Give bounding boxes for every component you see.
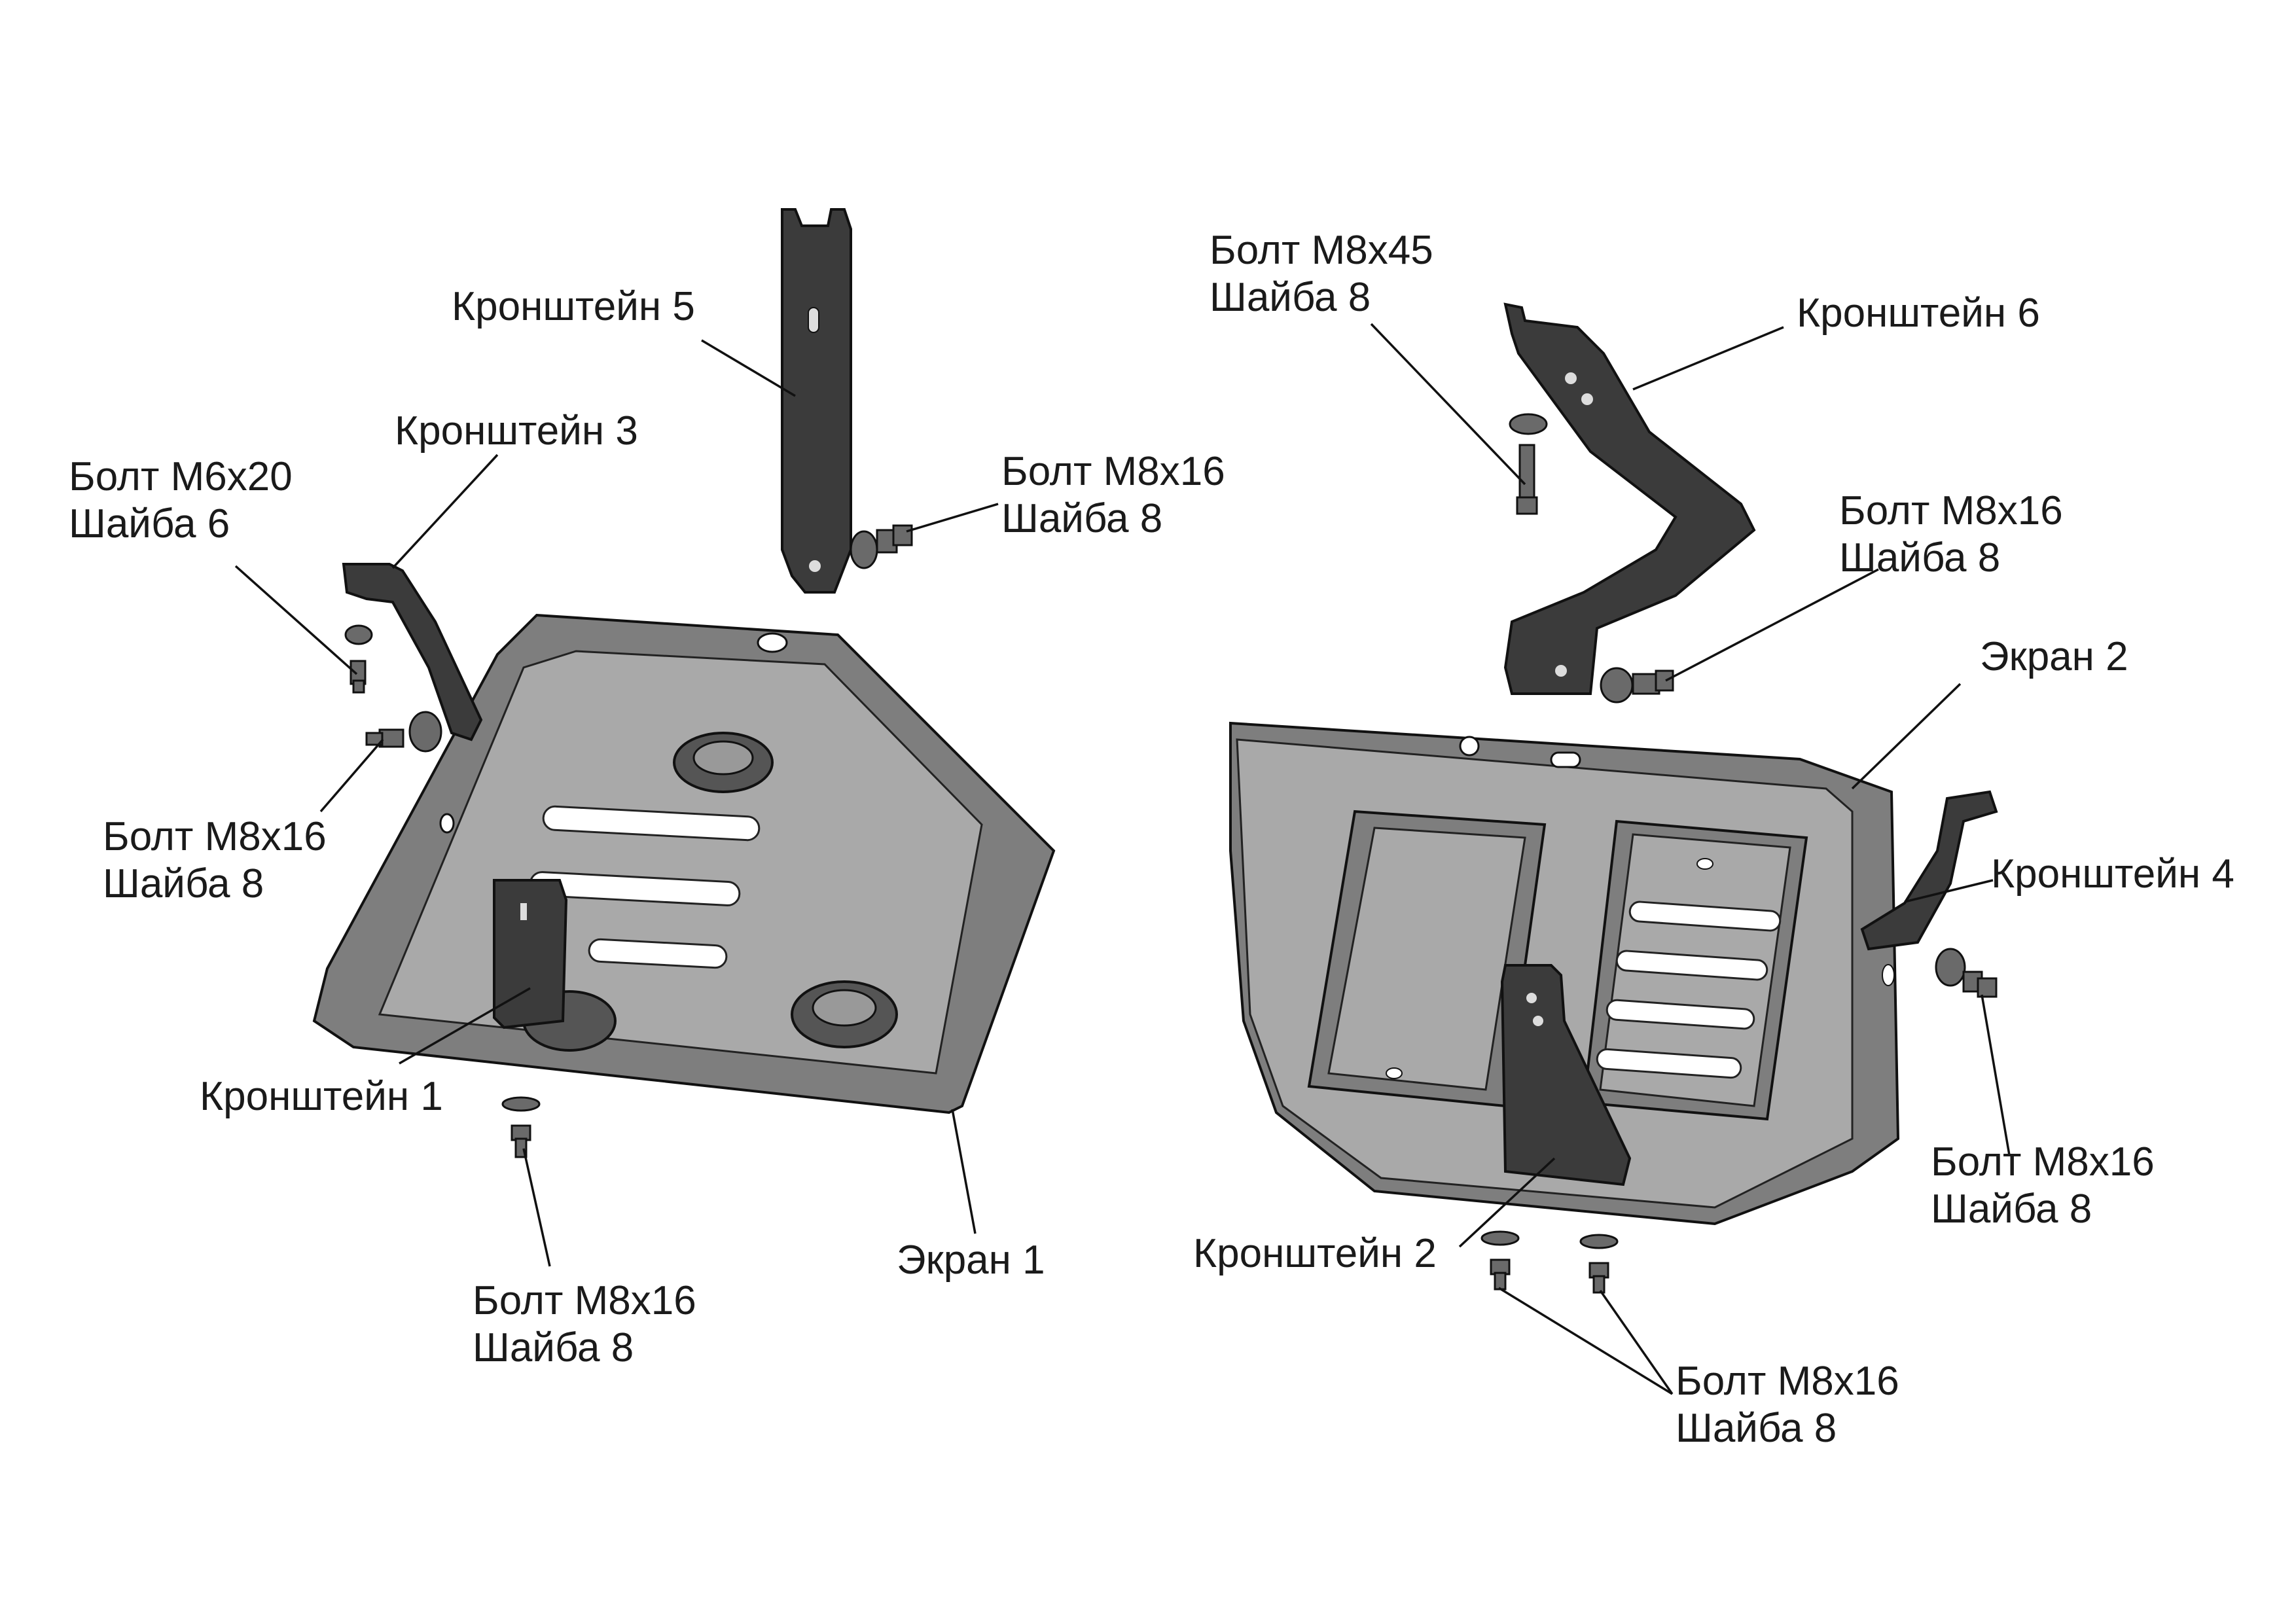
label-bolt-right-bottom-line2: Шайба 8: [1676, 1406, 1837, 1451]
label-bracket-5: Кронштейн 5: [452, 283, 695, 330]
label-bracket-5-text: Кронштейн 5: [452, 284, 695, 329]
label-bolt-m6x20-line1: Болт М6х20: [69, 454, 293, 499]
label-bolt-m8x45: Болт М8х45 Шайба 8: [1210, 227, 1433, 321]
label-bolt-k5-line2: Шайба 8: [1001, 496, 1163, 541]
label-screen-1: Экран 1: [897, 1237, 1045, 1284]
label-bolt-k6: Болт М8х16 Шайба 8: [1839, 488, 2063, 582]
bracket-2: [1500, 964, 1632, 1186]
bolt-k4: [1935, 948, 1998, 998]
bracket-1: [493, 879, 568, 1029]
label-bolt-left-bottom-line1: Болт М8х16: [473, 1278, 696, 1323]
label-bolt-k4-line2: Шайба 8: [1931, 1186, 2092, 1232]
label-bracket-4-text: Кронштейн 4: [1991, 851, 2234, 897]
bolt-m8x45: [1509, 413, 1548, 515]
label-bolt-m6x20-line2: Шайба 6: [69, 501, 230, 546]
bracket-6: [1503, 302, 1756, 695]
label-bolt-right-bottom-line1: Болт М8х16: [1676, 1359, 1899, 1404]
label-bracket-6: Кронштейн 6: [1797, 290, 2040, 337]
label-bolt-k4: Болт М8х16 Шайба 8: [1931, 1139, 2155, 1233]
label-bracket-3-text: Кронштейн 3: [395, 408, 638, 454]
label-bolt-m8x45-line2: Шайба 8: [1210, 275, 1371, 320]
label-screen-2-text: Экран 2: [1980, 634, 2128, 679]
label-screen-1-text: Экран 1: [897, 1238, 1045, 1283]
bolt-k5: [850, 524, 913, 569]
label-bolt-k6-line2: Шайба 8: [1839, 535, 2001, 580]
bolt-m6x20: [344, 624, 373, 694]
bolt-left-bottom: [501, 1096, 541, 1158]
label-bolt-left-mid: Болт М8х16 Шайба 8: [103, 813, 327, 908]
label-bracket-2-text: Кронштейн 2: [1193, 1231, 1437, 1276]
label-bolt-m8x45-line1: Болт М8х45: [1210, 228, 1433, 273]
bracket-4: [1860, 790, 1998, 951]
label-bolt-left-bottom-line2: Шайба 8: [473, 1325, 634, 1370]
screen-1: [312, 613, 1056, 1115]
label-bolt-k5-line1: Болт М8х16: [1001, 449, 1225, 494]
label-bracket-2: Кронштейн 2: [1193, 1230, 1437, 1277]
label-bracket-1: Кронштейн 1: [200, 1073, 443, 1120]
bolt-left-mid: [365, 711, 442, 753]
label-bolt-k6-line1: Болт М8х16: [1839, 488, 2063, 533]
label-bolt-right-bottom: Болт М8х16 Шайба 8: [1676, 1358, 1899, 1452]
label-screen-2: Экран 2: [1980, 633, 2128, 681]
label-bolt-left-mid-line2: Шайба 8: [103, 861, 264, 906]
label-bracket-4: Кронштейн 4: [1991, 851, 2234, 898]
label-bracket-1-text: Кронштейн 1: [200, 1074, 443, 1119]
label-bolt-k4-line1: Болт М8х16: [1931, 1139, 2155, 1185]
bracket-3: [342, 563, 483, 741]
leader-lines: [234, 323, 2011, 1395]
label-bracket-3: Кронштейн 3: [395, 408, 638, 455]
label-bolt-k5: Болт М8х16 Шайба 8: [1001, 448, 1225, 543]
bolt-k6: [1600, 667, 1674, 704]
bolts-right-bottom: [1480, 1230, 1619, 1294]
label-bolt-left-mid-line1: Болт М8х16: [103, 814, 327, 859]
label-bolt-m6x20: Болт М6х20 Шайба 6: [69, 454, 293, 548]
label-bolt-left-bottom: Болт М8х16 Шайба 8: [473, 1277, 696, 1372]
label-bracket-6-text: Кронштейн 6: [1797, 291, 2040, 336]
bracket-5: [781, 208, 852, 594]
